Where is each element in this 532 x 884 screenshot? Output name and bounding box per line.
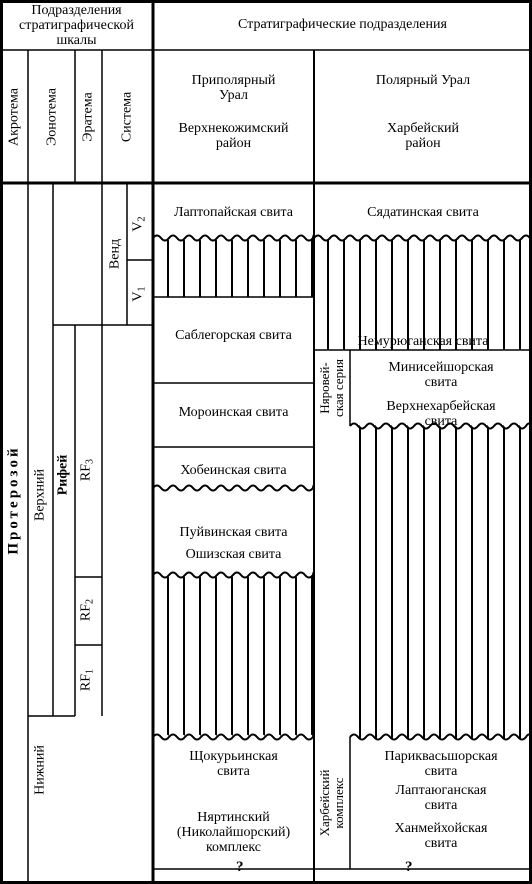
wave-left-shchokur-top (152, 733, 315, 741)
akrotema-proterozoic: Протерозой (5, 445, 22, 555)
hatch-left-upper (155, 235, 314, 297)
region-polar-urals: Полярный Урал (375, 73, 471, 88)
hatch-right-upper (316, 235, 532, 350)
wave-right-parikvas-top (349, 733, 532, 741)
district-verkhnekozhim: Верхнекожимский район (178, 121, 289, 151)
rf3-label: RF3 (78, 458, 96, 482)
unknown-base-right: ? (405, 859, 413, 875)
system-vend: Венд (107, 238, 123, 270)
col-eratema: Эратема (80, 92, 96, 142)
col-sistema: Система (119, 91, 135, 143)
wave-right-syadatin-base (313, 234, 532, 242)
district-kharbey: Харбейский район (387, 121, 459, 151)
unit-nemuryugan: Немурюганская свита (357, 334, 489, 349)
unit-shchokur: Щокурьинская свита (189, 749, 278, 779)
scale-title: Подразделения стратиграфической шкалы (19, 3, 134, 48)
col-akrotema: Акротема (6, 87, 22, 147)
wave-right-verkhnekharb-base (349, 422, 532, 430)
unit-oshiz: Ошизская свита (185, 547, 282, 562)
eon-lower: Нижний (32, 745, 48, 795)
hatch-right-middle (352, 423, 532, 740)
era-rifey: Рифей (55, 454, 71, 496)
unit-parikvas: Париквасьшорская свита (384, 749, 498, 779)
strat-title: Стратиграфические подразделения (238, 17, 447, 32)
v2-label: V2 (130, 216, 148, 232)
col-eonotema: Эонотема (44, 88, 60, 146)
rf1-label: RF1 (78, 668, 96, 692)
unit-khanmey: Ханмейхойская свита (394, 821, 488, 851)
unconformity-hatching (155, 235, 532, 740)
unit-nyartin: Няртинский (Николайшорский) комплекс (176, 810, 291, 855)
wave-left-oshiz-base (152, 571, 315, 579)
unit-syadatin: Сядатинская свита (367, 205, 479, 220)
wavy-lines (152, 234, 532, 741)
wave-left-khobein-base (152, 484, 315, 492)
complex-kharbey: Харбейский комплекс (317, 769, 346, 837)
unit-puyvin: Пуйвинская свита (179, 525, 288, 540)
hatch-left-lower (155, 572, 314, 740)
unit-verkhnekharb: Верхнехарбейская свита (386, 399, 496, 429)
rf2-label: RF2 (78, 598, 96, 622)
unit-khobein: Хобеинская свита (180, 463, 287, 478)
wave-left-laptopay-base (152, 234, 315, 242)
v1-label: V1 (130, 286, 148, 302)
unit-laptayugan: Лаптаюганская свита (395, 783, 487, 813)
unit-laptopay: Лаптопайская свита (174, 205, 293, 220)
unit-sablegor: Саблегорская свита (175, 328, 292, 343)
unit-minisey: Минисейшорская свита (388, 360, 494, 390)
region-subpolar-urals: Приполярный Урал (191, 73, 276, 103)
series-nyarovey: Няровей- ская серия (317, 358, 346, 418)
eon-upper: Верхний (32, 468, 48, 522)
unit-moroin: Мороинская свита (178, 405, 289, 420)
unknown-base-left: ? (236, 859, 244, 875)
